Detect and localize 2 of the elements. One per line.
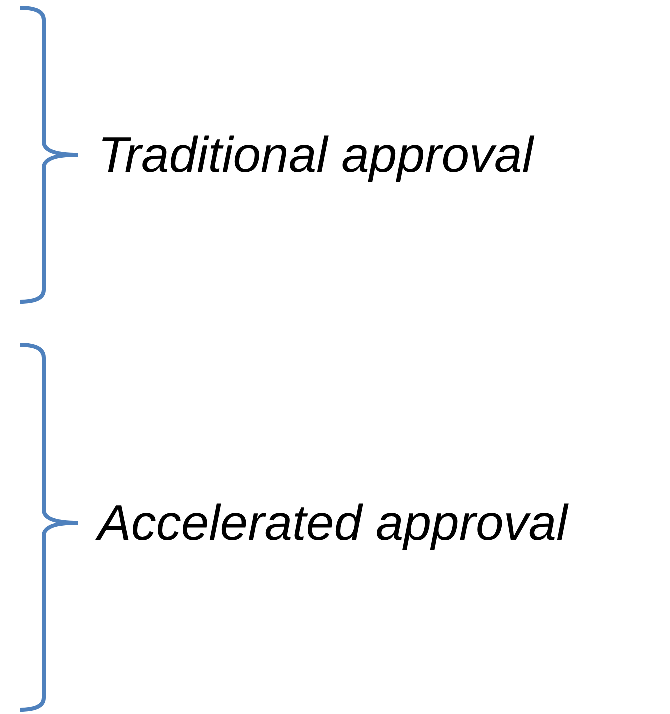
- bracket-label: Accelerated approval: [98, 498, 568, 548]
- bracket-label: Traditional approval: [98, 130, 534, 180]
